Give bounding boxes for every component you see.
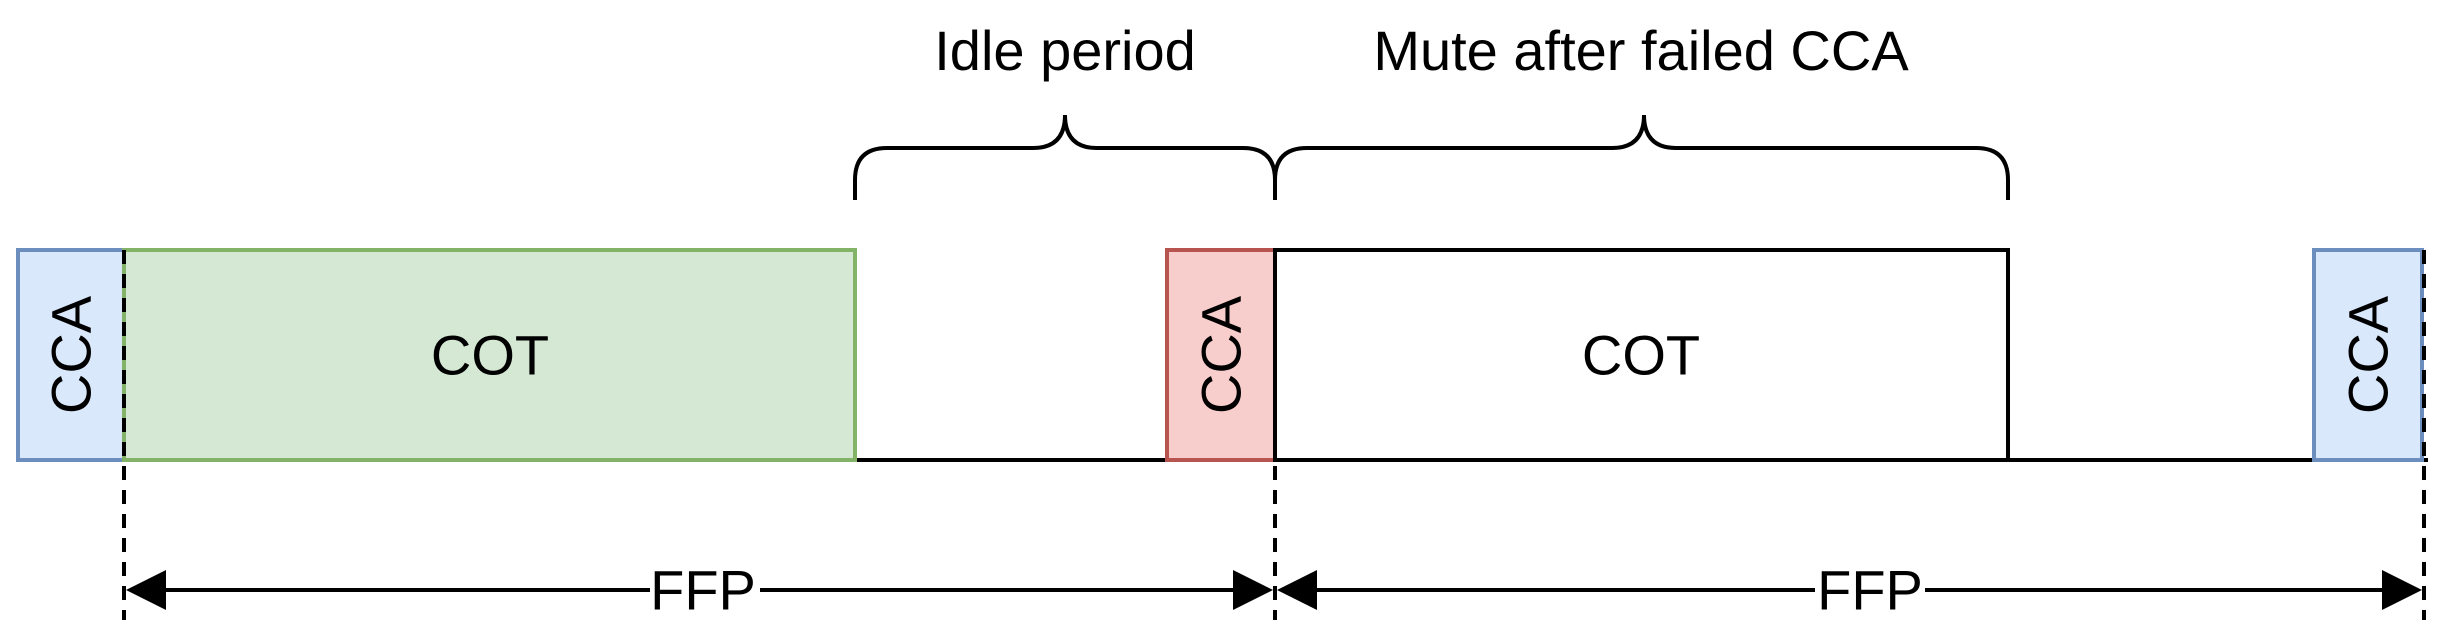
cot-block-active — [122, 248, 857, 462]
cot-block-muted — [1273, 248, 2010, 462]
ffp-label-1: FFP — [650, 559, 756, 622]
ffp-label-2-bg — [1815, 565, 1925, 615]
cca-block-failed — [1165, 248, 1277, 462]
cca-label-1: CCA — [40, 295, 103, 414]
idle-period-label: Idle period — [934, 19, 1196, 82]
cca-label-3: CCA — [2337, 295, 2400, 414]
ffp-label-1-bg — [650, 565, 760, 615]
mute-period-brace — [1273, 114, 2010, 200]
cca-label-2: CCA — [1190, 295, 1253, 414]
mute-period-label: Mute after failed CCA — [1373, 19, 1909, 82]
cot-label-2: COT — [1582, 324, 1700, 387]
cot-label-1: COT — [431, 324, 549, 387]
idle-period-brace — [853, 114, 1277, 200]
ffp-label-2: FFP — [1817, 559, 1923, 622]
